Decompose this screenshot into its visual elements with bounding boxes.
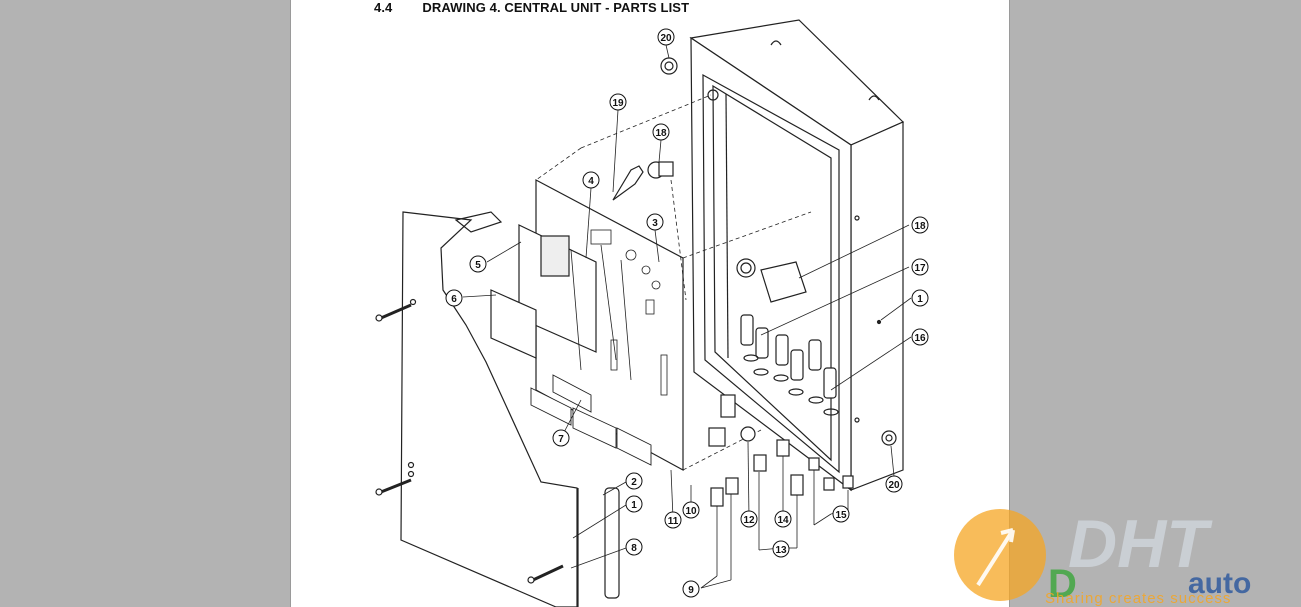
document-page: 4.4 DRAWING 4. CENTRAL UNIT - PARTS LIST (291, 0, 1009, 607)
svg-text:10: 10 (685, 506, 697, 517)
callout-5: 5 (469, 255, 487, 273)
svg-text:5: 5 (475, 260, 481, 271)
callout-7: 7 (552, 429, 570, 447)
watermark-brand: DHT (1068, 506, 1213, 582)
callout-20-top: 20 (657, 28, 675, 46)
callout-10: 10 (682, 501, 700, 519)
central-unit-exploded-drawing: 20 19 18 4 3 5 6 18 17 1 16 7 2 1 8 11 1… (375, 19, 929, 607)
svg-text:8: 8 (631, 543, 637, 554)
section-number: 4.4 (374, 0, 393, 15)
svg-text:17: 17 (914, 263, 926, 274)
svg-text:20: 20 (660, 33, 672, 44)
svg-text:13: 13 (775, 545, 787, 556)
callout-4: 4 (582, 171, 600, 189)
svg-text:3: 3 (652, 218, 658, 229)
svg-text:18: 18 (655, 128, 667, 139)
svg-text:2: 2 (631, 477, 637, 488)
svg-text:16: 16 (914, 333, 926, 344)
callout-18-top: 18 (652, 123, 670, 141)
callout-12: 12 (740, 510, 758, 528)
svg-text:6: 6 (451, 294, 457, 305)
callout-2: 2 (625, 472, 643, 490)
callout-18-right: 18 (911, 216, 929, 234)
callout-11: 11 (664, 511, 682, 529)
svg-text:11: 11 (668, 516, 679, 527)
callout-20-right: 20 (885, 475, 903, 493)
svg-text:14: 14 (777, 515, 789, 526)
dht-auto-watermark: DHT D auto Sharing creates success (954, 506, 1251, 607)
cable-glands (708, 394, 897, 507)
callout-balloons: 20 19 18 4 3 5 6 18 17 1 16 7 2 1 8 11 1… (445, 28, 929, 598)
callout-13: 13 (772, 540, 790, 558)
svg-text:15: 15 (835, 510, 847, 521)
svg-text:18: 18 (914, 221, 926, 232)
svg-text:20: 20 (888, 480, 900, 491)
standoffs-washers (740, 314, 839, 416)
svg-text:19: 19 (612, 98, 624, 109)
watermark-suffix: auto (1188, 567, 1251, 600)
callout-1-right: 1 (911, 289, 929, 307)
callout-16: 16 (911, 328, 929, 346)
svg-text:1: 1 (917, 294, 923, 305)
section-heading: 4.4 DRAWING 4. CENTRAL UNIT - PARTS LIST (374, 0, 689, 16)
callout-15: 15 (832, 505, 850, 523)
callout-8: 8 (625, 538, 643, 556)
svg-text:12: 12 (743, 515, 755, 526)
circuit-board (490, 179, 684, 472)
callout-9: 9 (682, 580, 700, 598)
svg-text:4: 4 (588, 176, 594, 187)
svg-text:7: 7 (558, 434, 564, 445)
callout-17: 17 (911, 258, 929, 276)
section-title: DRAWING 4. CENTRAL UNIT - PARTS LIST (422, 0, 690, 15)
callout-3: 3 (646, 213, 664, 231)
key-lock-parts (612, 57, 678, 201)
watermark-tagline: Sharing creates success (1045, 590, 1231, 607)
mounting-plate (400, 211, 620, 607)
relay-part (736, 258, 807, 303)
svg-text:D: D (1048, 562, 1077, 606)
callout-19: 19 (609, 93, 627, 111)
svg-text:1: 1 (631, 500, 637, 511)
svg-text:9: 9 (688, 585, 694, 596)
enclosure-box (689, 19, 905, 492)
screws (375, 298, 564, 584)
callout-1-left: 1 (625, 495, 643, 513)
callout-6: 6 (445, 289, 463, 307)
callout-14: 14 (774, 510, 792, 528)
